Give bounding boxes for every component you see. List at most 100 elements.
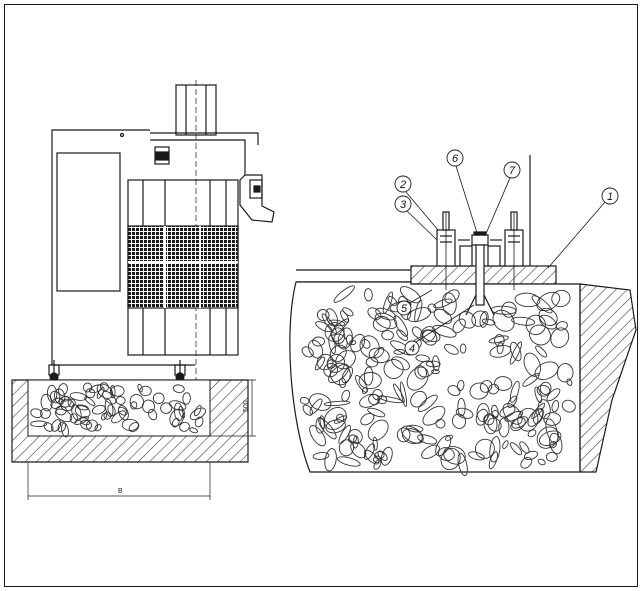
machine-frame [51,129,150,365]
aggregate-stone [417,434,438,445]
aggregate-stone [57,383,68,396]
aggregate-stone [393,315,409,337]
aggregate-stone [80,419,93,430]
aggregate-stone [315,321,332,333]
aggregate-stone [536,291,561,312]
aggregate-stone [367,407,386,418]
aggregate-stone [551,400,560,413]
aggregate-stone [335,413,345,423]
aggregate-stone [527,429,537,438]
aggregate-stone [468,451,485,461]
aggregate-stone [420,326,437,343]
aggregate-stone [338,439,354,457]
aggregate-stone [318,418,337,440]
aggregate-stone [550,327,570,348]
svg-text:1: 1 [607,191,613,203]
aggregate-stone [457,452,468,477]
aggregate-stone [363,449,380,465]
aggregate-stone [94,424,102,432]
aggregate-stone [57,421,66,433]
svg-text:3: 3 [400,199,407,211]
aggregate-stone [444,289,460,304]
aggregate-stone [115,396,126,405]
aggregate-stone [368,394,380,406]
svg-text:4: 4 [409,343,415,355]
aggregate-stone [475,408,489,426]
leader-lines [405,165,606,343]
aggregate-stone [316,353,334,371]
right-anchor-bolt [174,360,186,385]
aggregate-stone [309,393,332,411]
aggregate-stone [523,450,539,460]
aggregate-stone [488,383,500,395]
aggregate-stone [496,342,504,355]
aggregate-stone [399,381,408,408]
aggregate-stone [433,298,453,309]
aggregate-stone [401,428,423,445]
aggregate-stone [329,344,347,363]
aggregate-stone [427,303,437,313]
aggregate-stone [117,406,128,416]
aggregate-stone [182,392,191,405]
aggregate-stone [534,361,559,380]
aggregate-stone [387,296,398,306]
aggregate-stone [447,385,461,397]
aggregate-stone [358,372,382,390]
aggregate-stone [85,419,99,432]
aggregate-stone [69,392,87,401]
aggregate-stone [514,292,541,308]
aggregate-stone [534,386,543,404]
aggregate-stone [316,309,330,322]
aggregate-stone [435,435,452,457]
aggregate-stone [511,316,536,326]
aggregate-stone [399,286,422,304]
callout-5: 5 [396,300,412,316]
aggregate-stone [415,354,430,363]
aggregate-stone [502,403,523,425]
aggregate-stone [537,458,546,466]
aggregate-stone [489,436,501,463]
leveling-screw-right [504,211,524,290]
aggregate-stone [421,444,440,460]
aggregate-stone [417,394,438,412]
aggregate-stone [538,430,562,446]
aggregate-stone [444,344,459,355]
aggregate-stone [309,425,326,447]
aggregate-stone [433,308,453,325]
aggregate-stone [179,421,190,432]
anchor-detail-view [289,155,637,477]
aggregate-stone [139,385,152,397]
aggregate-stone [328,363,350,384]
leveling-screw-left [436,211,456,290]
aggregate-stone [517,407,539,432]
aggregate-stone [302,404,314,416]
aggregate-stone [74,405,91,418]
aggregate-stone [171,417,180,428]
aggregate-stone [110,385,125,397]
aggregate-stone [79,417,91,426]
aggregate-stone [350,441,367,459]
aggregate-stone [509,380,520,403]
aggregate-stone [129,394,145,410]
aggregate-stone [333,333,348,349]
aggregate-stone [494,376,513,391]
aggregate-stone [555,321,568,331]
svg-text:2: 2 [399,179,406,191]
anchor-bolt [465,231,495,316]
aggregate-stone [367,307,382,320]
aggregate-stone [350,333,366,353]
callout-4: 4 [404,340,420,356]
aggregate-stone [543,412,562,426]
aggregate-stone [110,385,116,399]
callout-2: 2 [394,175,412,193]
aggregate-stone [58,395,72,408]
aggregate-stone [337,456,361,467]
aggregate-stone [561,399,576,413]
aggregate-stone [481,318,496,326]
aggregate-stone [194,405,202,417]
aggregate-stone [46,384,58,403]
motor-block [154,146,170,165]
aggregate-stone [147,408,158,421]
soil-section [579,283,637,473]
aggregate-stone [377,395,388,405]
